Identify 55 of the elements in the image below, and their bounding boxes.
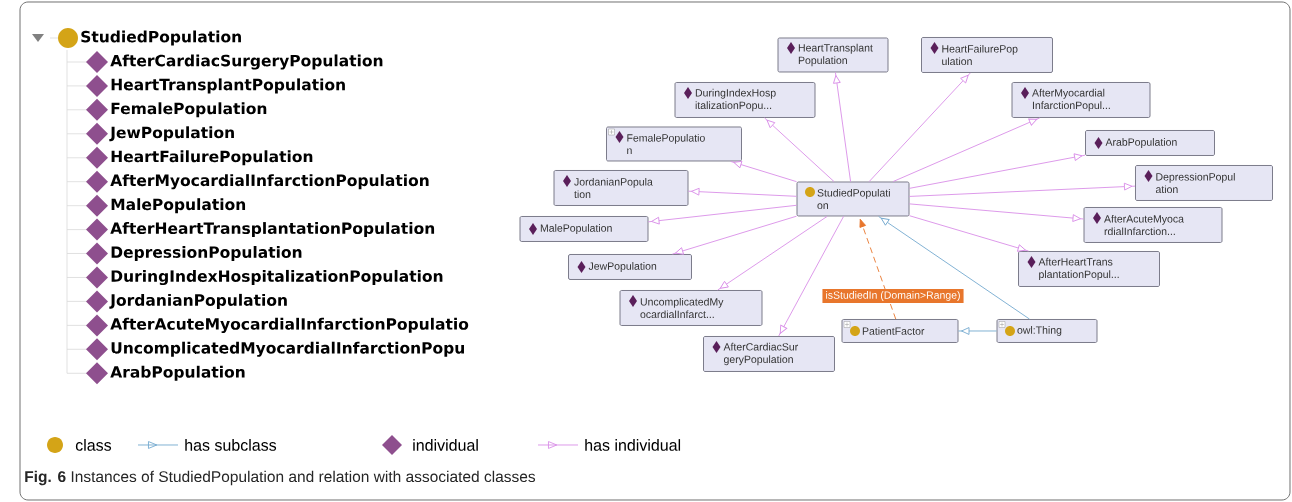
arrow [730, 160, 797, 183]
arrow [764, 117, 835, 182]
arrow [868, 72, 971, 182]
tree-item-label: StudiedPopulation [81, 30, 241, 46]
arrow [909, 182, 1136, 197]
individual-box: HeartFailurePop ulation [921, 37, 1053, 73]
class-box: PatientFactor [841, 319, 959, 343]
individual-box: DepressionPopul ation [1135, 165, 1273, 201]
tree-item-label: JordanianPopulation [109, 293, 287, 309]
tree-item-label: HeartTransplantPopulation [111, 78, 345, 94]
arrow [878, 216, 1030, 320]
tree-item-label: HeartFailurePopulation [111, 150, 313, 166]
individual-box: FemalePopulatio n [606, 126, 742, 162]
individual-box: UncomplicatedMy ocardialInfarct... [619, 290, 763, 326]
arrow [858, 216, 897, 320]
tree-item-label: AfterCardiacSurgeryPopulation [110, 54, 383, 70]
tree-item-label: UncomplicatedMyocardialInfarctionPopu [111, 341, 464, 357]
legend-label: class [75, 439, 112, 451]
individual-box: AfterMyocardial InfarctionPopul... [1011, 82, 1151, 118]
arrow [688, 187, 797, 197]
individual-box: MalePopulation [519, 216, 649, 242]
tree-item-label: JewPopulation [109, 126, 234, 142]
tree-item-label: DuringIndexHospitalizationPopulation [111, 269, 443, 286]
tree-item-label: AfterAcuteMyocardialInfarctionPopulatio [110, 317, 469, 333]
individual-box: AfterCardiacSur geryPopulation [703, 336, 835, 372]
legend-label: has individual [585, 439, 681, 451]
individual-box: AfterHeartTrans plantationPopul... [1018, 251, 1160, 287]
individual-box: JewPopulation [568, 254, 692, 280]
edge-label: isStudiedIn (Domain>Range) [822, 289, 964, 303]
tree-item-label: DepressionPopulation [111, 246, 302, 261]
class-box: StudiedPopulati on [796, 181, 910, 217]
arrow [892, 117, 1041, 182]
arrow [833, 72, 852, 182]
arrow [909, 203, 1084, 222]
arrow [909, 153, 1086, 189]
tree-item-label: AfterMyocardialInfarctionPopulation [110, 174, 429, 190]
arrow [648, 204, 797, 225]
arrow [909, 215, 1029, 252]
legend-label: individual [413, 439, 478, 451]
individual-box: AfterAcuteMyoca rdialInfarction... [1083, 207, 1223, 243]
tree-item-label: MalePopulation [111, 198, 246, 214]
individual-box: DuringIndexHosp italizationPopu... [674, 82, 816, 118]
arrow [717, 216, 828, 291]
tree-item-label: FemalePopulation [111, 102, 267, 118]
tree-item-label: ArabPopulation [110, 365, 245, 381]
class-box: owl:Thing [996, 319, 1098, 343]
arrow [778, 216, 844, 337]
individual-box: HeartTransplant Population [777, 37, 889, 73]
legend-label: has subclass [185, 439, 277, 451]
arrow [958, 327, 997, 335]
caption: Fig. 6 Instances of StudiedPopulation and relation with associated classes [25, 470, 536, 486]
tree-item-label: AfterHeartTransplantationPopulation [110, 222, 435, 238]
individual-box: JordanianPopula tion [553, 170, 689, 206]
individual-box: ArabPopulation [1085, 130, 1215, 156]
arrow [672, 215, 797, 255]
